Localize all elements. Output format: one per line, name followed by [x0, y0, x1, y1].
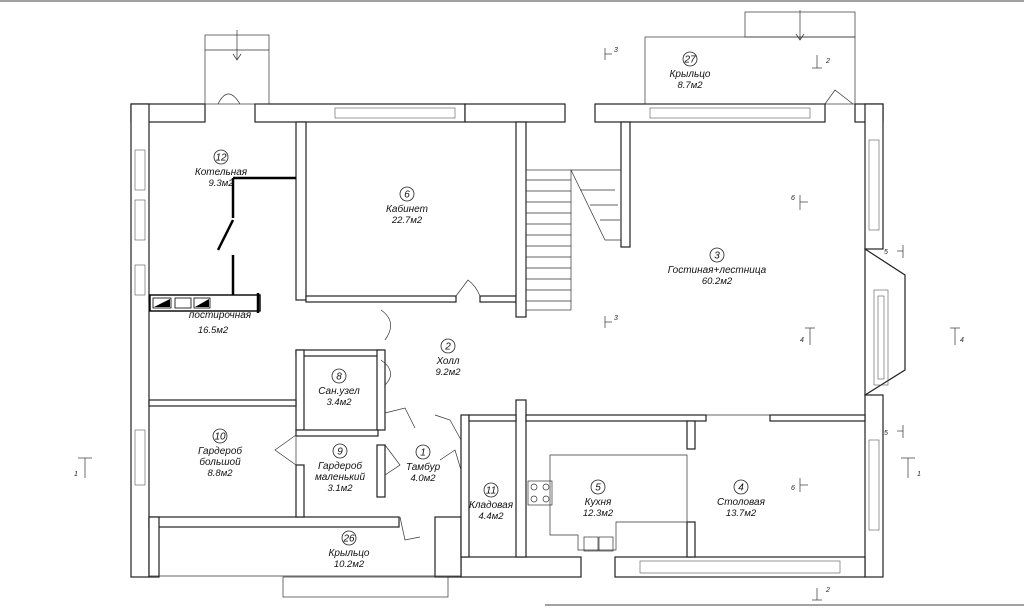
- svg-text:5: 5: [884, 249, 888, 256]
- kitchen-counter: [527, 454, 688, 552]
- room-area: 22.7м2: [391, 215, 423, 226]
- annotation-marks: [216, 176, 296, 296]
- room-name: Гостиная+лестница: [668, 265, 767, 276]
- room-number-circle: [483, 482, 499, 498]
- room-name: Кухня: [585, 497, 612, 508]
- room-area: 4.4м2: [478, 511, 504, 522]
- room-area: 16.5м2: [198, 325, 229, 336]
- room-number-circle: [341, 530, 357, 546]
- room-number: 27: [683, 55, 696, 66]
- room-number-circle: [709, 247, 725, 263]
- room-number-circle: [213, 149, 229, 165]
- room-7-partial-label: постирочная: [189, 310, 252, 321]
- room-name: Столовая: [717, 497, 766, 508]
- room-area: 3.1м2: [327, 483, 353, 494]
- section-mark-labels: 1 1 2 2 3 3 4 4 5 5 6 6: [74, 47, 964, 594]
- room-area: 9.2м2: [435, 367, 461, 378]
- doors: [217, 89, 854, 541]
- room-area: 9.3м2: [208, 178, 234, 189]
- room-number-circle: [212, 428, 228, 444]
- room-name: Холл: [435, 356, 459, 367]
- room-number: 5: [595, 483, 601, 494]
- svg-text:5: 5: [884, 430, 888, 437]
- svg-text:1: 1: [74, 471, 78, 478]
- room-area: 3.4м2: [326, 397, 352, 408]
- room-name: Кабинет: [386, 203, 428, 215]
- room-number-circle: [440, 338, 456, 354]
- svg-text:3: 3: [614, 47, 618, 54]
- room-labels: 12Котельная9.3м26Кабинет22.7м23Гостиная+…: [195, 51, 767, 570]
- room-name: большой: [199, 456, 241, 468]
- room-number: 4: [738, 483, 744, 494]
- room-name: Гардероб: [198, 445, 242, 457]
- hatch-legend-strip: [149, 293, 261, 313]
- room-number-circle: [331, 368, 347, 384]
- room-number: 3: [714, 251, 720, 262]
- room-area: 4.0м2: [410, 473, 436, 484]
- room-name: маленький: [315, 472, 366, 483]
- room-name: Кладовая: [469, 500, 514, 511]
- svg-text:4: 4: [800, 337, 804, 344]
- room-number-circle: [590, 479, 606, 495]
- room-area: 10.2м2: [334, 559, 365, 570]
- room-number: 26: [342, 534, 355, 545]
- room-number: 12: [215, 153, 227, 164]
- room-area: 13.7м2: [726, 508, 757, 519]
- room-name: Крыльцо: [670, 69, 711, 80]
- svg-text:2: 2: [825, 58, 830, 65]
- room-number-circle: [332, 443, 348, 459]
- room-area: 8.8м2: [207, 468, 233, 479]
- room-number-circle: [415, 444, 431, 460]
- room-number-circle: [399, 186, 415, 202]
- room-label-r7: 16.5м2: [198, 325, 229, 336]
- svg-text:4: 4: [960, 337, 964, 344]
- staircase: [525, 169, 622, 311]
- room-name: Тамбур: [406, 461, 441, 473]
- room-number: 11: [486, 486, 496, 497]
- room-number: 10: [214, 432, 226, 443]
- room-number: 9: [337, 447, 343, 458]
- svg-text:2: 2: [825, 587, 830, 594]
- svg-text:6: 6: [791, 195, 795, 202]
- room-area: 60.2м2: [702, 276, 733, 287]
- porch-steps: [204, 10, 856, 598]
- svg-text:6: 6: [791, 485, 795, 492]
- room-number-circle: [682, 51, 698, 67]
- room-number: 8: [336, 372, 342, 383]
- svg-text:3: 3: [614, 315, 618, 322]
- room-number: 2: [444, 342, 451, 353]
- room-number-circle: [733, 479, 749, 495]
- interior-walls: [148, 121, 866, 558]
- svg-text:1: 1: [917, 471, 921, 478]
- room-area: 8.7м2: [677, 80, 703, 91]
- room-name: Крыльцо: [329, 548, 370, 559]
- room-area: 12.3м2: [583, 508, 614, 519]
- room-number: 1: [420, 448, 426, 459]
- windows: [134, 107, 889, 574]
- room-name: Гардероб: [318, 460, 362, 472]
- room-name: Сан.узел: [318, 386, 360, 397]
- room-number: 6: [404, 190, 410, 201]
- room-name: Котельная: [195, 167, 248, 178]
- section-marks: [78, 48, 960, 601]
